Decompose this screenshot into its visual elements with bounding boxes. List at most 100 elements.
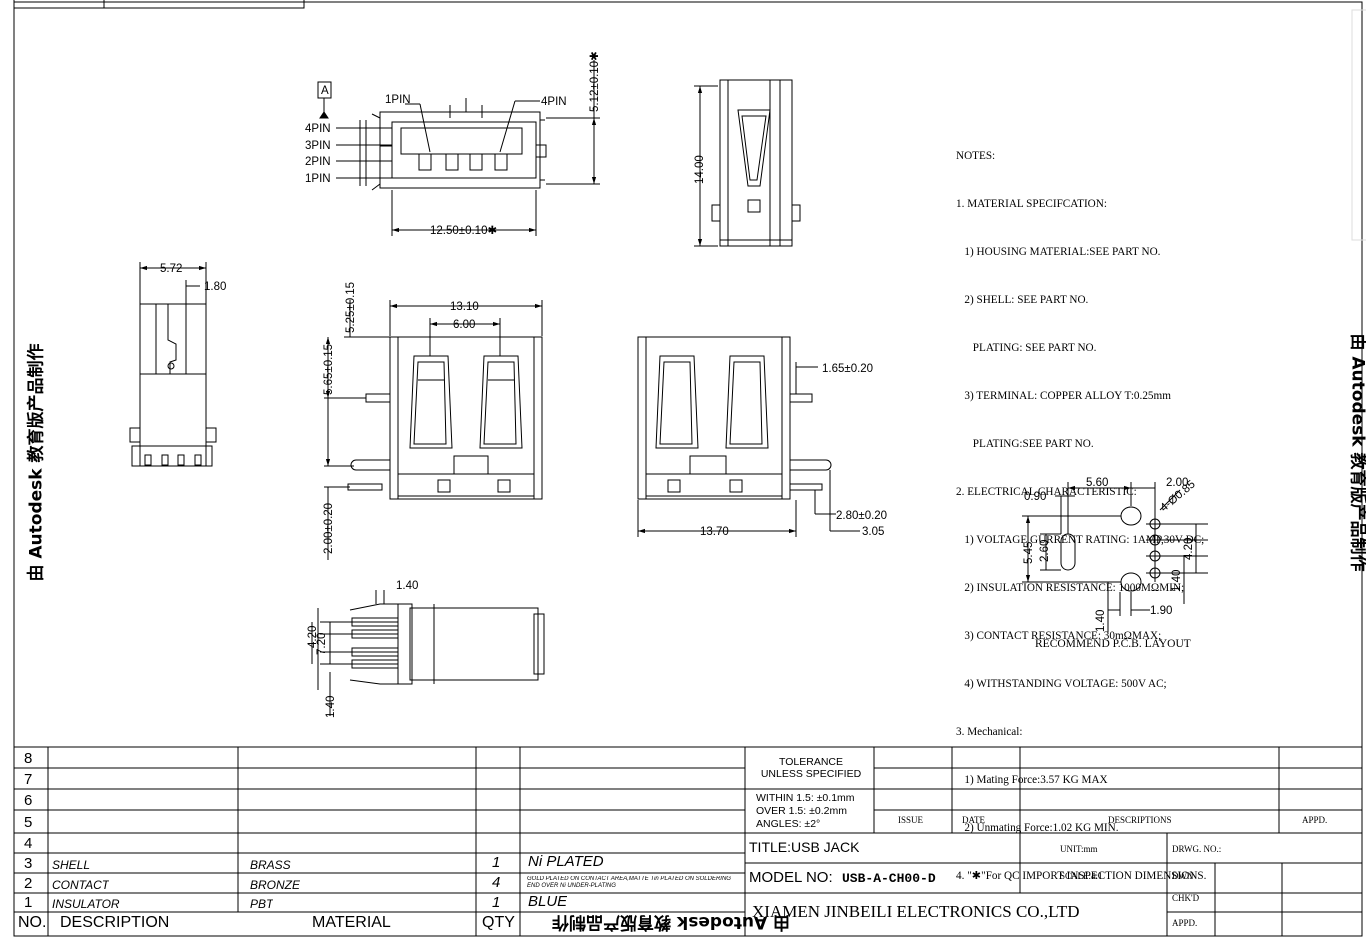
dim-14-00: 14.00 — [694, 155, 706, 184]
bom-no: 1 — [24, 894, 33, 911]
note-line: 3. Mechanical: — [956, 726, 1023, 738]
dim-1pin-side: 1PIN — [305, 173, 331, 185]
unit-label: UNIT:mm — [1060, 844, 1098, 854]
bom-header-desc: DESCRIPTION — [60, 914, 170, 931]
note-line: 1) HOUSING MATERIAL:SEE PART NO. — [956, 246, 1161, 258]
note-line: 2) SHELL: SEE PART NO. — [956, 294, 1089, 306]
dim-1-80: 1.80 — [204, 281, 226, 293]
dim-2pin-side: 2PIN — [305, 156, 331, 168]
watermark-right: 由 Autodesk 教育版产品制作 — [1347, 333, 1366, 572]
pcb-dim-2-00: 2.00 — [1166, 477, 1188, 489]
note-line: PLATING:SEE PART NO. — [956, 438, 1094, 450]
bom-qty: 4 — [492, 874, 501, 891]
dim-7-20: 7.20 — [316, 633, 328, 655]
pcb-caption: RECOMMEND P.C.B. LAYOUT — [1035, 638, 1191, 650]
tolerance-angles: ANGLES: ±2° — [756, 818, 821, 830]
pcb-dim-1-90: 1.90 — [1150, 605, 1172, 617]
note-line: 1) VOLTAGE GURRENT RATING: 1AMP,30V DC; — [956, 534, 1205, 546]
dimension-labels: A 1PIN 4PIN 4PIN 3PIN 2PIN 1PIN 5.12±0.1… — [160, 51, 1198, 718]
front-view — [324, 300, 543, 560]
end-view-left — [129, 262, 217, 467]
tolerance-over: OVER 1.5: ±0.2mm — [756, 805, 847, 817]
bom-material: PBT — [250, 897, 274, 911]
bom-finish: Ni PLATED — [528, 853, 604, 870]
note-line: 1) Mating Force:3.57 KG MAX — [956, 774, 1108, 786]
tolerance-title: TOLERANCE UNLESS SPECIFIED — [760, 756, 862, 780]
watermark-left: 由 Autodesk 教育版产品制作 — [26, 343, 47, 582]
dim-3pin-side: 3PIN — [305, 140, 331, 152]
datum-label: A — [321, 85, 329, 97]
dim-2-80: 2.80±0.20 — [836, 510, 887, 522]
bom-material: BRONZE — [250, 878, 301, 892]
notes-block: NOTES: 1. MATERIAL SPECIFCATION: 1) HOUS… — [956, 116, 1206, 900]
bom-no: 2 — [24, 875, 33, 892]
pcb-layout — [1022, 482, 1208, 632]
bom-no: 3 — [24, 855, 33, 872]
note-line: 2) Unmating Force:1.02 KG MIN. — [956, 822, 1119, 834]
bom-finish: GOLD PLATED ON CONTACT AREA,MATTE Tin PL… — [527, 876, 731, 889]
note-line: PLATING: SEE PART NO. — [956, 342, 1097, 354]
dim-1-40-bottom-2: 1.40 — [325, 696, 337, 718]
title-block-grid — [14, 746, 1362, 936]
pcb-dim-1-40: 1.40 — [1171, 570, 1183, 592]
pcb-dim-5-45: 5.45 — [1023, 542, 1035, 564]
note-line: 4) WITHSTANDING VOLTAGE: 500V AC; — [956, 678, 1167, 690]
top-view — [317, 60, 600, 236]
dim-13-70: 13.70 — [700, 526, 729, 538]
tolerance-within: WITHIN 1.5: ±0.1mm — [756, 792, 855, 804]
note-line: 2. ELECTRICAL CHARACTERISTIC: — [956, 486, 1137, 498]
rev-descriptions: DESCRIPTIONS — [1108, 815, 1172, 825]
pcb-dim-5-60: 5.60 — [1086, 477, 1108, 489]
bom-qty: 1 — [492, 894, 501, 911]
dim-1-65: 1.65±0.20 — [822, 363, 873, 375]
title-label: TITLE:USB JACK — [749, 839, 860, 855]
rear-view — [637, 336, 860, 537]
dim-2-00: 2.00±0.20 — [323, 503, 335, 554]
dim-3-05: 3.05 — [862, 526, 884, 538]
dim-6-00: 6.00 — [453, 319, 475, 331]
bom-desc: INSULATOR — [52, 897, 120, 911]
dim-13-10: 13.10 — [450, 301, 479, 313]
rev-date: DATE — [962, 815, 985, 825]
bom-desc: CONTACT — [52, 878, 110, 892]
chkd-label: CHK'D — [1172, 893, 1200, 903]
side-view-right — [694, 79, 801, 247]
bom-no: 6 — [24, 792, 33, 809]
dim-5-25: 5.25±0.15 — [345, 282, 357, 333]
bom-qty: 1 — [492, 854, 501, 871]
dim-4pin-side: 4PIN — [305, 123, 331, 135]
note-line: 2) INSULATION RESISTANCE: 1000MΩMIN; — [956, 582, 1185, 594]
bottom-view — [311, 590, 545, 716]
dim-12-50: 12.50±0.10✱ — [430, 225, 497, 237]
bom-header-material: MATERIAL — [312, 914, 391, 931]
drwg-no-label: DRWG. NO.: — [1172, 844, 1222, 854]
bom-header-qty: QTY — [482, 914, 515, 931]
company-name: XIAMEN JINBEILI ELECTRONICS CO.,LTD — [752, 902, 1080, 921]
pcb-dim-4-20: 4.20 — [1183, 538, 1195, 560]
bom-finish: BLUE — [528, 893, 568, 910]
appd-label: APPD. — [1172, 918, 1198, 928]
dim-5-72: 5.72 — [160, 263, 182, 275]
scale-label: SCALE:4:1 — [1060, 871, 1103, 881]
bom-no: 8 — [24, 750, 33, 767]
dwn-label: DWN — [1172, 871, 1194, 881]
bom-no: 5 — [24, 814, 33, 831]
note-line: 3) CONTACT RESISTANCE: 30mΩMAX; — [956, 630, 1162, 642]
note-line: NOTES: — [956, 150, 996, 162]
dim-4-20-bottom: 4.20 — [307, 626, 319, 648]
model-value: USB-A-CH00-D — [842, 871, 936, 886]
dim-5-65: 5.65±0.15 — [323, 344, 335, 395]
bom-no: 7 — [24, 771, 33, 788]
bom-no: 4 — [24, 835, 33, 852]
bom-desc: SHELL — [52, 858, 91, 872]
bom-material: BRASS — [250, 858, 291, 872]
dim-1pin-top: 1PIN — [385, 94, 411, 106]
bom-header-no: NO. — [18, 914, 47, 931]
pcb-dim-0-90: 0.90 — [1024, 491, 1046, 503]
dim-4pin-top: 4PIN — [541, 96, 567, 108]
note-line: 4. "✱"For QC IMPORT INSPECTION DIMENSION… — [956, 870, 1207, 882]
model-label: MODEL NO: — [749, 869, 833, 886]
rev-issue: ISSUE — [898, 815, 924, 825]
note-line: 1. MATERIAL SPECIFCATION: — [956, 198, 1107, 210]
